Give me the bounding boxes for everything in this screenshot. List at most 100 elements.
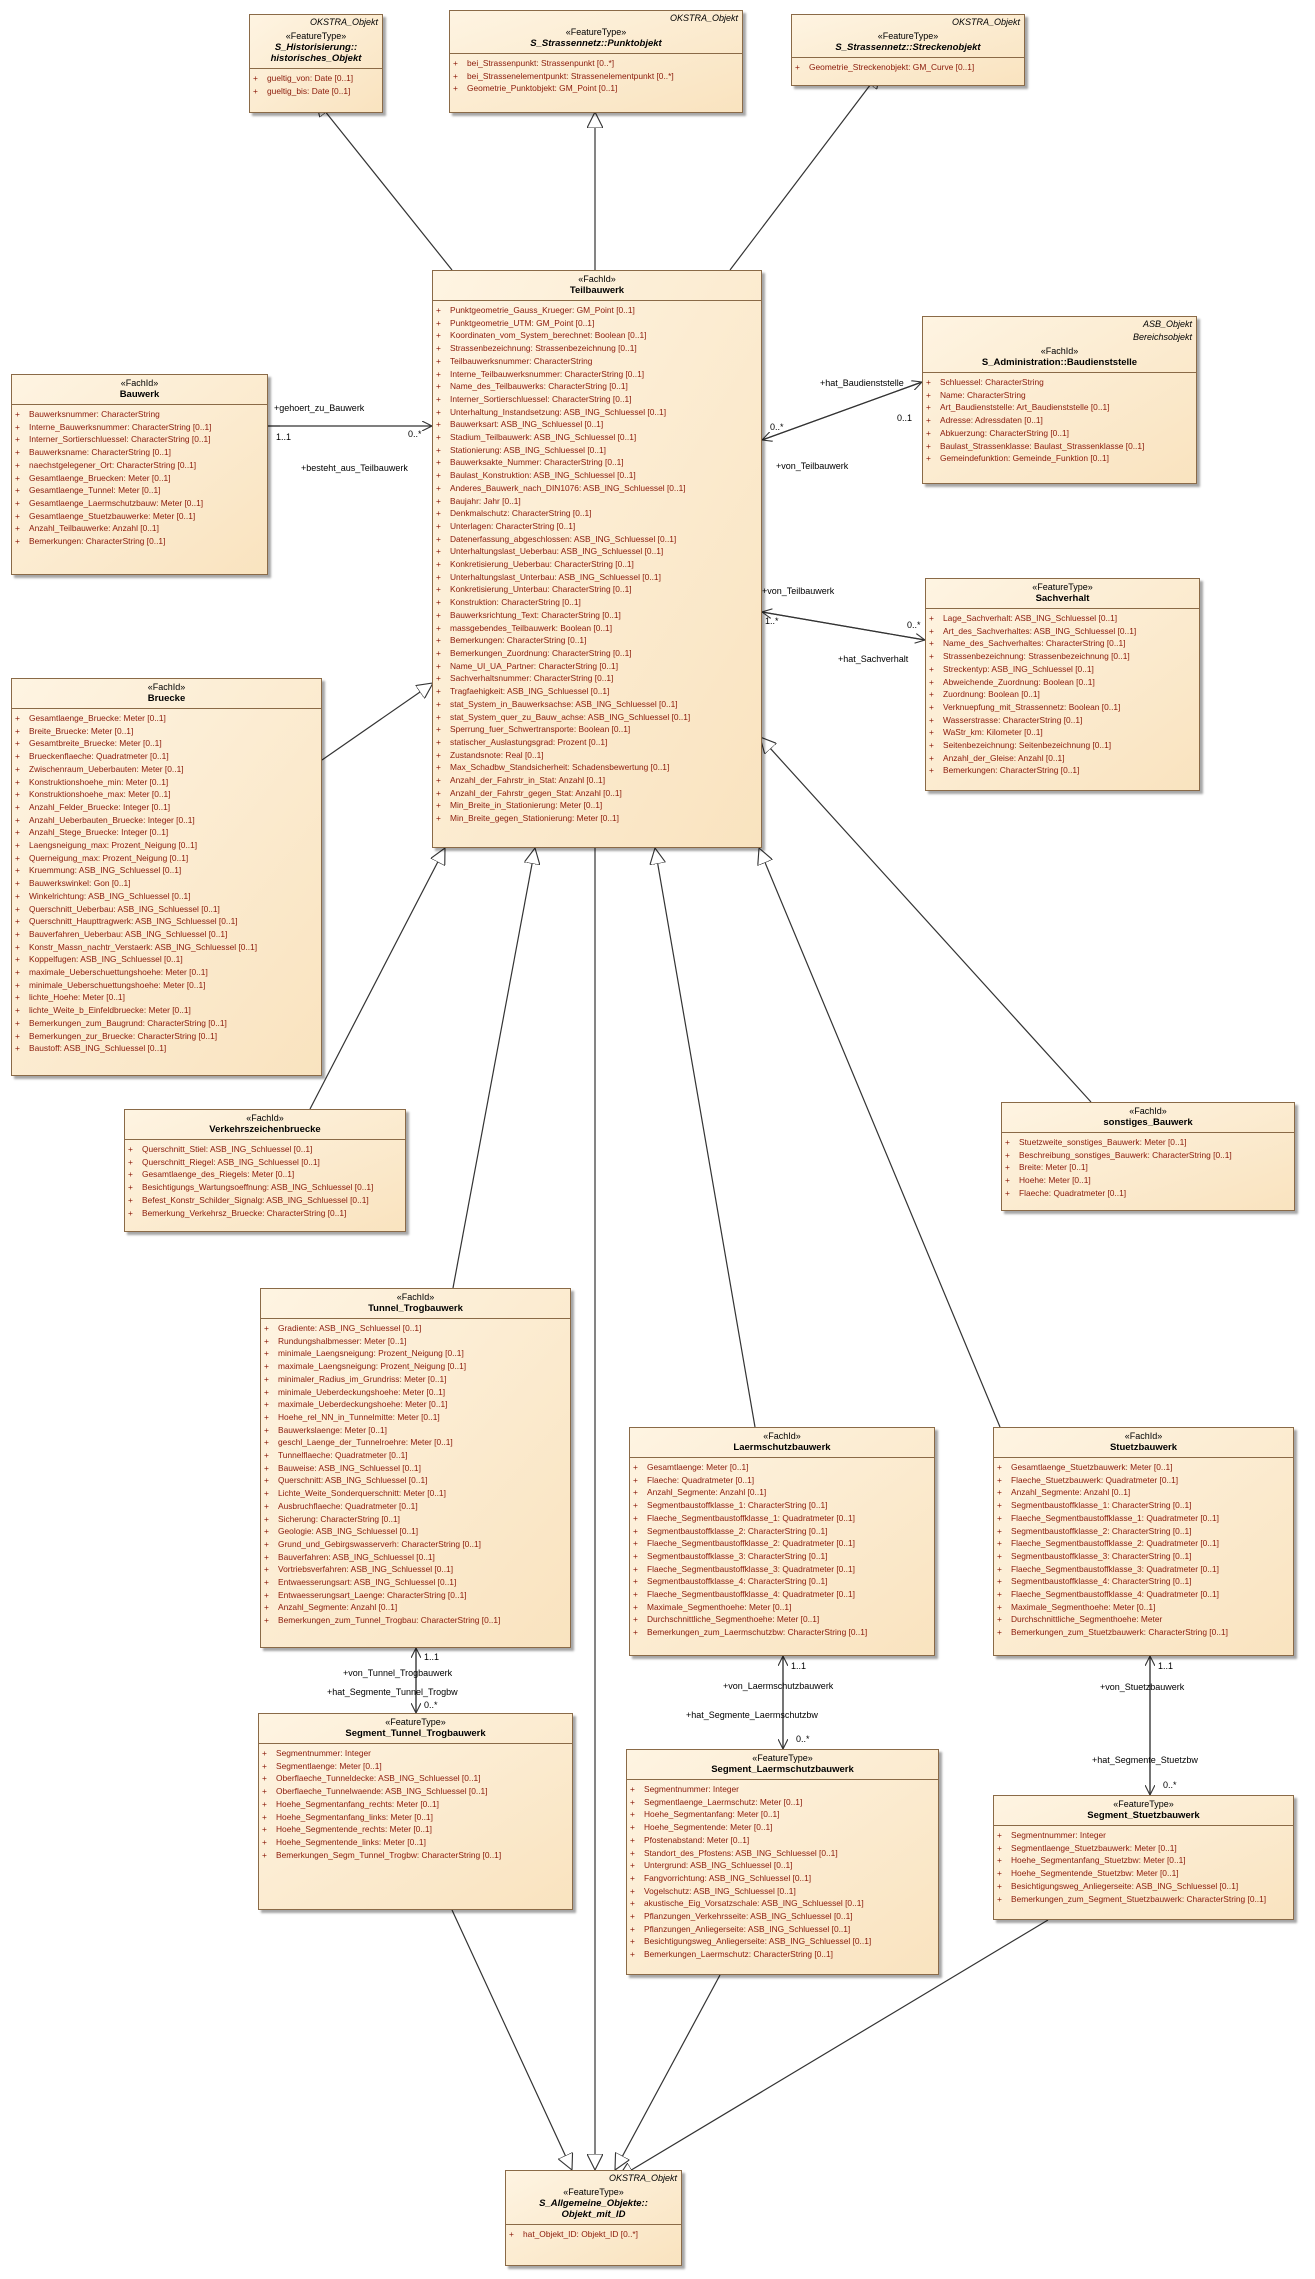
attribute-row[interactable]: +Hoehe_Segmentende: Meter [0..1] [630,1821,935,1834]
attribute-row[interactable]: +Fangvorrichtung: ASB_ING_Schluessel [0.… [630,1872,935,1885]
attribute-row[interactable]: +stat_System_quer_zu_Bauw_achse: ASB_ING… [436,711,758,724]
attribute-row[interactable]: +naechstgelegener_Ort: CharacterString [… [15,459,264,472]
attribute-row[interactable]: +Konkretisierung_Unterbau: CharacterStri… [436,583,758,596]
attribute-row[interactable]: +Gesamtlaenge_Stuetzbauwerk: Meter [0..1… [997,1461,1290,1474]
class-objekt-mit-id[interactable]: OKSTRA_Objekt«FeatureType»S_Allgemeine_O… [505,2170,682,2266]
attribute-row[interactable]: +minimaler_Radius_im_Grundriss: Meter [0… [264,1373,567,1386]
attribute-row[interactable]: +Bemerkungen: CharacterString [0..1] [436,634,758,647]
attribute-row[interactable]: +Flaeche: Quadratmeter [0..1] [1005,1187,1291,1200]
attribute-row[interactable]: +Bauwerkslaenge: Meter [0..1] [264,1424,567,1437]
attribute-row[interactable]: +Teilbauwerksnummer: CharacterString [436,355,758,368]
attribute-row[interactable]: +Tragfaehigkeit: ASB_ING_Schluessel [0..… [436,685,758,698]
attribute-row[interactable]: +lichte_Weite_b_Einfeldbruecke: Meter [0… [15,1004,318,1017]
attribute-row[interactable]: +Interner_Sortierschluessel: CharacterSt… [436,393,758,406]
attribute-row[interactable]: +Anzahl_Segmente: Anzahl [0..1] [997,1486,1290,1499]
attribute-row[interactable]: +Maximale_Segmenthoehe: Meter [0..1] [633,1601,931,1614]
attribute-row[interactable]: +Konstruktion: CharacterString [0..1] [436,596,758,609]
attribute-row[interactable]: +Befest_Konstr_Schilder_Signalg: ASB_ING… [128,1194,402,1207]
attribute-row[interactable]: +Ausbruchflaeche: Quadratmeter [0..1] [264,1500,567,1513]
attribute-row[interactable]: +Querschnitt_Stiel: ASB_ING_Schluessel [… [128,1143,402,1156]
attribute-row[interactable]: +Bemerkungen_Zuordnung: CharacterString … [436,647,758,660]
attribute-row[interactable]: +Segmentbaustoffklasse_1: CharacterStrin… [997,1499,1290,1512]
attribute-row[interactable]: +Hoehe: Meter [0..1] [1005,1174,1291,1187]
attribute-row[interactable]: +Segmentlaenge: Meter [0..1] [262,1760,569,1773]
attribute-row[interactable]: +Durchschnittliche_Segmenthoehe: Meter [… [633,1613,931,1626]
attribute-row[interactable]: +Punktgeometrie_Gauss_Krueger: GM_Point … [436,304,758,317]
attribute-row[interactable]: +Segmentbaustoffklasse_4: CharacterStrin… [997,1575,1290,1588]
attribute-row[interactable]: +Sperrung_fuer_Schwertransporte: Boolean… [436,723,758,736]
attribute-row[interactable]: +Oberflaeche_Tunnelwaende: ASB_ING_Schlu… [262,1785,569,1798]
attribute-row[interactable]: +Konstr_Massn_nachtr_Verstaerk: ASB_ING_… [15,941,318,954]
attribute-row[interactable]: +Breite: Meter [0..1] [1005,1161,1291,1174]
attribute-row[interactable]: +Stuetzweite_sonstiges_Bauwerk: Meter [0… [1005,1136,1291,1149]
attribute-row[interactable]: +Segmentbaustoffklasse_1: CharacterStrin… [633,1499,931,1512]
attribute-row[interactable]: +Zwischenraum_Ueberbauten: Meter [0..1] [15,763,318,776]
attribute-row[interactable]: +Bauwerksnummer: CharacterString [15,408,264,421]
attribute-row[interactable]: +Kruemmung: ASB_ING_Schluessel [0..1] [15,864,318,877]
attribute-row[interactable]: +Gesamtlaenge_Stuetzbauwerke: Meter [0..… [15,510,264,523]
attribute-row[interactable]: +minimale_Ueberdeckungshoehe: Meter [0..… [264,1386,567,1399]
attribute-row[interactable]: +Verknuepfung_mit_Strassennetz: Boolean … [929,701,1196,714]
class-teilbauwerk[interactable]: «FachId»Teilbauwerk+Punktgeometrie_Gauss… [432,270,762,848]
attribute-row[interactable]: +Flaeche_Segmentbaustoffklasse_2: Quadra… [997,1537,1290,1550]
attribute-row[interactable]: +Baustoff: ASB_ING_Schluessel [0..1] [15,1042,318,1055]
attribute-row[interactable]: +WaStr_km: Kilometer [0..1] [929,726,1196,739]
attribute-row[interactable]: +massgebendes_Teilbauwerk: Boolean [0..1… [436,622,758,635]
attribute-row[interactable]: +Wasserstrasse: CharacterString [0..1] [929,714,1196,727]
class-stuetzbauwerk[interactable]: «FachId»Stuetzbauwerk+Gesamtlaenge_Stuet… [993,1427,1294,1656]
attribute-row[interactable]: +Konstruktionshoehe_max: Meter [0..1] [15,788,318,801]
class-tunnel-trogbauwerk[interactable]: «FachId»Tunnel_Trogbauwerk+Gradiente: AS… [260,1288,571,1648]
class-historisches-objekt[interactable]: OKSTRA_Objekt«FeatureType»S_Historisieru… [249,14,383,113]
attribute-row[interactable]: +Koppelfugen: ASB_ING_Schluessel [0..1] [15,953,318,966]
attribute-row[interactable]: +Besichtigungsweg_Anliegerseite: ASB_ING… [997,1880,1290,1893]
attribute-row[interactable]: +Baulast_Strassenklasse: Baulast_Strasse… [926,440,1193,453]
attribute-row[interactable]: +Flaeche_Segmentbaustoffklasse_4: Quadra… [633,1588,931,1601]
attribute-row[interactable]: +Tunnelflaeche: Quadratmeter [0..1] [264,1449,567,1462]
attribute-row[interactable]: +Art_Baudienststelle: Art_Baudienststell… [926,401,1193,414]
attribute-row[interactable]: +Standort_des_Pfostens: ASB_ING_Schluess… [630,1847,935,1860]
attribute-row[interactable]: +lichte_Hoehe: Meter [0..1] [15,991,318,1004]
attribute-row[interactable]: +Flaeche_Stuetzbauwerk: Quadratmeter [0.… [997,1474,1290,1487]
attribute-row[interactable]: +maximale_Ueberschuettungshoehe: Meter [… [15,966,318,979]
attribute-row[interactable]: +Querneigung_max: Prozent_Neigung [0..1] [15,852,318,865]
attribute-row[interactable]: +Gesamtlaenge_Laermschutzbauw: Meter [0.… [15,497,264,510]
attribute-row[interactable]: +Bauweise: ASB_ING_Schluessel [0..1] [264,1462,567,1475]
attribute-row[interactable]: +Name_des_Teilbauwerks: CharacterString … [436,380,758,393]
attribute-row[interactable]: +Querschnitt_Riegel: ASB_ING_Schluessel … [128,1156,402,1169]
attribute-row[interactable]: +gueltig_bis: Date [0..1] [253,85,379,98]
class-segment-stuetzbauwerk[interactable]: «FeatureType»Segment_Stuetzbauwerk+Segme… [993,1795,1294,1920]
attribute-row[interactable]: +Anzahl_der_Fahrstr_gegen_Stat: Anzahl [… [436,787,758,800]
attribute-row[interactable]: +Bauwerksname: CharacterString [0..1] [15,446,264,459]
attribute-row[interactable]: +Hoehe_Segmentende_links: Meter [0..1] [262,1836,569,1849]
attribute-row[interactable]: +Anzahl_Stege_Bruecke: Integer [0..1] [15,826,318,839]
attribute-row[interactable]: +Segmentnummer: Integer [262,1747,569,1760]
attribute-row[interactable]: +Anzahl_der_Gleise: Anzahl [0..1] [929,752,1196,765]
attribute-row[interactable]: +Gesamtlaenge_Tunnel: Meter [0..1] [15,484,264,497]
attribute-row[interactable]: +Stationierung: ASB_ING_Schluessel [0..1… [436,444,758,457]
attribute-row[interactable]: +Entwaesserungsart: ASB_ING_Schluessel [… [264,1576,567,1589]
attribute-row[interactable]: +Unterhaltungslast_Unterbau: ASB_ING_Sch… [436,571,758,584]
attribute-row[interactable]: +Name_UI_UA_Partner: CharacterString [0.… [436,660,758,673]
attribute-row[interactable]: +Bauwerksart: ASB_ING_Schluessel [0..1] [436,418,758,431]
attribute-row[interactable]: +Segmentbaustoffklasse_3: CharacterStrin… [997,1550,1290,1563]
attribute-row[interactable]: +minimale_Ueberschuettungshoehe: Meter [… [15,979,318,992]
attribute-row[interactable]: +Adresse: Adressdaten [0..1] [926,414,1193,427]
attribute-row[interactable]: +Anderes_Bauwerk_nach_DIN1076: ASB_ING_S… [436,482,758,495]
attribute-row[interactable]: +Segmentbaustoffklasse_2: CharacterStrin… [633,1525,931,1538]
attribute-row[interactable]: +Interne_Teilbauwerksnummer: CharacterSt… [436,368,758,381]
attribute-row[interactable]: +Interner_Sortierschluessel: CharacterSt… [15,433,264,446]
attribute-row[interactable]: +Maximale_Segmenthoehe: Meter [0..1] [997,1601,1290,1614]
attribute-row[interactable]: +Hoehe_Segmentanfang_Stuetzbw: Meter [0.… [997,1854,1290,1867]
attribute-row[interactable]: +Zustandsnote: Real [0..1] [436,749,758,762]
attribute-row[interactable]: +Segmentbaustoffklasse_2: CharacterStrin… [997,1525,1290,1538]
attribute-row[interactable]: +Flaeche_Segmentbaustoffklasse_3: Quadra… [997,1563,1290,1576]
attribute-row[interactable]: +Gesamtlaenge: Meter [0..1] [633,1461,931,1474]
attribute-row[interactable]: +Rundungshalbmesser: Meter [0..1] [264,1335,567,1348]
attribute-row[interactable]: +Stadium_Teilbauwerk: ASB_ING_Schluessel… [436,431,758,444]
attribute-row[interactable]: +maximale_Ueberdeckungshoehe: Meter [0..… [264,1398,567,1411]
attribute-row[interactable]: +Segmentbaustoffklasse_3: CharacterStrin… [633,1550,931,1563]
attribute-row[interactable]: +Pflanzungen_Verkehrsseite: ASB_ING_Schl… [630,1910,935,1923]
attribute-row[interactable]: +Oberflaeche_Tunneldecke: ASB_ING_Schlue… [262,1772,569,1785]
attribute-row[interactable]: +geschl_Laenge_der_Tunnelroehre: Meter [… [264,1436,567,1449]
